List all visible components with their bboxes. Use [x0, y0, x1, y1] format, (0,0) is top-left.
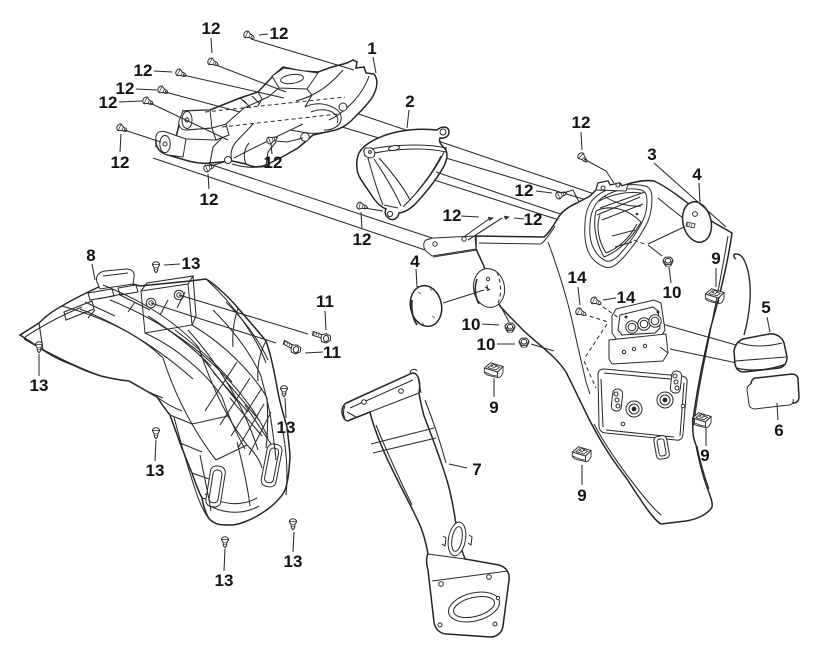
svg-text:9: 9	[577, 486, 586, 505]
svg-text:14: 14	[568, 268, 587, 287]
svg-text:9: 9	[489, 398, 498, 417]
svg-text:12: 12	[524, 210, 543, 229]
svg-text:6: 6	[774, 421, 783, 440]
svg-text:12: 12	[270, 24, 289, 43]
svg-text:12: 12	[515, 181, 534, 200]
svg-text:12: 12	[264, 153, 283, 172]
svg-text:9: 9	[700, 446, 709, 465]
svg-text:1: 1	[367, 39, 376, 58]
svg-text:10: 10	[663, 283, 682, 302]
svg-text:13: 13	[284, 552, 303, 571]
svg-text:11: 11	[316, 292, 334, 311]
svg-text:9: 9	[711, 249, 720, 268]
svg-text:8: 8	[86, 246, 95, 265]
svg-text:10: 10	[477, 335, 496, 354]
svg-text:12: 12	[572, 113, 591, 132]
svg-text:7: 7	[472, 460, 481, 479]
svg-text:13: 13	[30, 376, 49, 395]
svg-text:10: 10	[462, 315, 481, 334]
svg-text:12: 12	[202, 19, 221, 38]
svg-text:12: 12	[99, 93, 118, 112]
svg-text:14: 14	[617, 288, 636, 307]
svg-text:11: 11	[323, 343, 341, 362]
svg-text:13: 13	[146, 461, 165, 480]
svg-text:13: 13	[215, 571, 234, 590]
svg-text:12: 12	[134, 61, 153, 80]
svg-text:12: 12	[443, 206, 462, 225]
svg-text:2: 2	[405, 92, 414, 111]
svg-text:5: 5	[761, 298, 770, 317]
svg-text:3: 3	[647, 145, 656, 164]
svg-text:12: 12	[111, 153, 130, 172]
svg-text:12: 12	[200, 190, 219, 209]
svg-text:4: 4	[692, 165, 702, 184]
svg-text:12: 12	[116, 79, 135, 98]
svg-text:13: 13	[182, 254, 201, 273]
svg-text:12: 12	[353, 230, 372, 249]
svg-text:4: 4	[410, 252, 420, 271]
svg-text:13: 13	[277, 418, 296, 437]
